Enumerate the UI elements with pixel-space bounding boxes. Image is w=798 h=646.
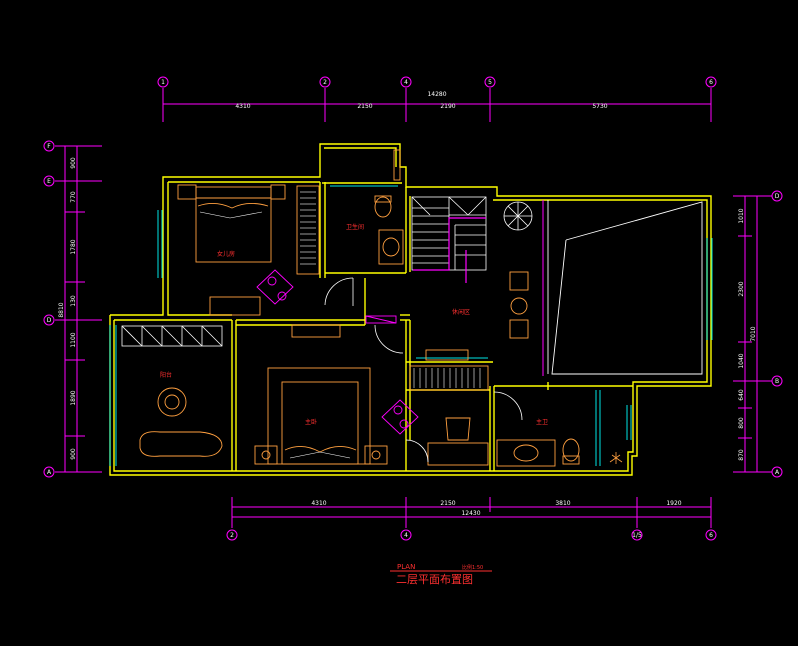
top-grid-label: 5 [488, 79, 492, 86]
bottom-dim-text: 2150 [440, 500, 455, 507]
top-grid-label: 2 [323, 79, 327, 86]
left-grid-label: D [47, 317, 52, 324]
bottom-dimension [226, 497, 717, 541]
room-label-daughter: 女儿房 [217, 250, 235, 258]
right-dimension [733, 190, 783, 478]
left-dim-text: 900 [70, 157, 77, 169]
right-dim-text: 1040 [738, 353, 745, 368]
plan-title-en: PLAN [397, 563, 415, 571]
left-total-dim: 8810 [58, 302, 65, 317]
plant-icon [503, 201, 533, 231]
cabinet-hatching [199, 191, 481, 459]
side-tables [256, 269, 419, 435]
room-label-master: 主卧 [305, 418, 317, 426]
left-dim-text: 770 [70, 191, 77, 203]
bottom-total-dim: 12430 [461, 510, 480, 517]
room-label-master-bath: 主卫 [536, 418, 548, 426]
top-grid-label: 4 [404, 79, 408, 86]
left-grid-label: A [47, 469, 52, 476]
left-dim-text: 1100 [70, 332, 77, 347]
void-area [547, 200, 703, 375]
staircase [411, 196, 487, 271]
right-grid-label: B [775, 378, 779, 385]
bottom-grid-label: 2 [230, 532, 234, 539]
top-dim-text: 5730 [592, 103, 607, 110]
doors [324, 277, 523, 463]
room-label-balcony: 阳台 [160, 371, 172, 379]
right-dim-text: 1010 [738, 208, 745, 223]
furniture [139, 149, 580, 467]
left-dimension [43, 140, 102, 478]
windows [109, 185, 713, 466]
bottom-dim-text: 1920 [666, 500, 681, 507]
bottom-grid-label: 6 [709, 532, 713, 539]
bottom-grid-label: 1/5 [632, 532, 642, 539]
top-grid-label: 6 [709, 79, 713, 86]
balcony-shelves [121, 325, 223, 347]
room-label-bathroom: 卫生间 [346, 223, 364, 231]
title-block: PLAN 比例1:50 二层平面布置图 [390, 563, 492, 586]
left-dim-text: 130 [70, 295, 77, 307]
bottom-dim-text: 4310 [311, 500, 326, 507]
bottom-grid-label: 4 [404, 532, 408, 539]
right-total-dim: 7010 [750, 326, 757, 341]
top-dim-text: 4310 [235, 103, 250, 110]
plan-title-cn: 二层平面布置图 [396, 573, 473, 586]
left-dim-text: 1780 [70, 239, 77, 254]
top-grid-label: 1 [161, 79, 165, 86]
bottom-dim-text: 3810 [555, 500, 570, 507]
right-dim-text: 640 [738, 389, 745, 401]
right-dim-text: 870 [738, 449, 745, 461]
right-dim-text: 800 [738, 417, 745, 429]
top-total-dim: 14280 [427, 91, 446, 98]
top-dim-text: 2150 [357, 103, 372, 110]
left-dim-text: 1890 [70, 390, 77, 405]
room-label-lounge: 休闲区 [452, 308, 470, 316]
left-dim-text: 900 [70, 448, 77, 460]
right-grid-label: D [775, 193, 780, 200]
left-grid-label: E [47, 178, 51, 185]
left-grid-label: F [47, 143, 51, 150]
plan-scale: 比例1:50 [462, 564, 483, 571]
right-grid-label: A [775, 469, 780, 476]
top-dim-text: 2190 [440, 103, 455, 110]
walls [109, 143, 712, 476]
right-dim-text: 2300 [738, 281, 745, 296]
top-dimension [157, 76, 717, 122]
stair-handrail [413, 217, 486, 283]
